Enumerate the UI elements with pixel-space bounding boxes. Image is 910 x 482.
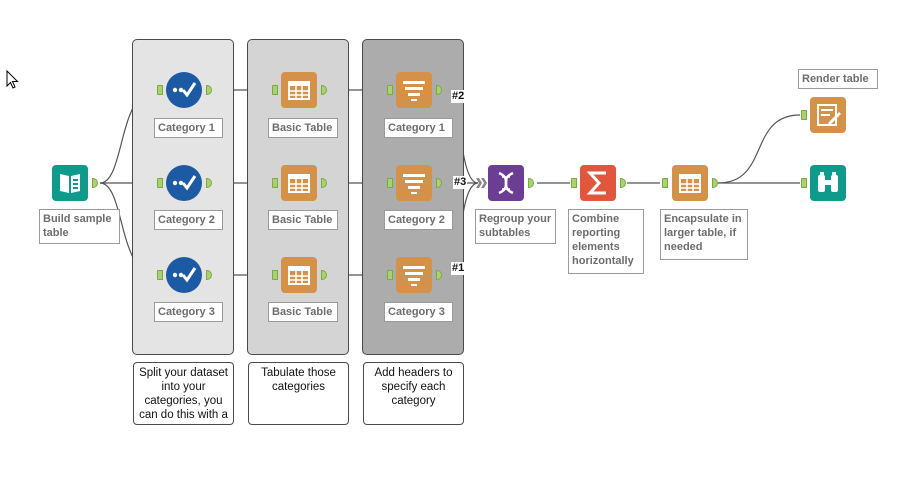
output-anchor[interactable] [528, 178, 534, 188]
input-tool[interactable] [52, 165, 88, 201]
encapsulate-tool[interactable] [672, 165, 708, 201]
filter-tool-2[interactable] [166, 165, 202, 201]
input-anchor[interactable] [157, 178, 163, 188]
connection-order-tag: #2 [451, 90, 466, 103]
tool-label: Basic Table [268, 302, 338, 322]
connection-order-tag: #1 [451, 262, 466, 275]
tool-label: Category 2 [154, 210, 223, 230]
tool-label: Category 3 [384, 302, 453, 322]
binoculars-icon [818, 172, 838, 192]
comment-headers[interactable]: Add headers to specify each category [363, 362, 464, 425]
input-anchor[interactable] [662, 178, 668, 188]
connection-order-tag: #3 [453, 176, 468, 189]
input-anchor[interactable] [801, 110, 807, 120]
output-anchor[interactable] [436, 270, 442, 280]
tool-label: Basic Table [268, 210, 338, 230]
tool-label: Encapsulate in larger table, if needed [660, 209, 748, 260]
table-icon [288, 174, 310, 193]
regroup-tool[interactable] [488, 165, 524, 201]
comment-split[interactable]: Split your dataset into your categories,… [133, 362, 234, 425]
input-anchor[interactable] [157, 85, 163, 95]
output-anchor[interactable] [712, 178, 718, 188]
check-dots-icon [172, 82, 197, 98]
output-anchor[interactable] [92, 178, 98, 188]
filter-tool-1[interactable] [166, 72, 202, 108]
input-anchor[interactable] [157, 270, 163, 280]
output-anchor[interactable] [620, 178, 626, 188]
header-icon [403, 81, 425, 101]
tool-label: Combine reporting elements horizontally [568, 209, 644, 274]
sigma-icon [586, 171, 606, 195]
combine-tool[interactable] [580, 165, 616, 201]
tool-label: Category 1 [154, 118, 223, 138]
table-tool-2[interactable] [281, 165, 317, 201]
table-tool-3[interactable] [281, 257, 317, 293]
tool-label: Render table [798, 69, 878, 89]
output-anchor[interactable] [321, 270, 327, 280]
tool-label: Basic Table [268, 118, 338, 138]
output-anchor[interactable] [436, 85, 442, 95]
header-icon [403, 266, 425, 286]
comment-tabulate[interactable]: Tabulate those categories [248, 362, 349, 425]
table-icon [288, 266, 310, 285]
header-tool-1[interactable] [396, 72, 432, 108]
output-anchor[interactable] [436, 178, 442, 188]
tool-label: Regroup your subtables [475, 209, 556, 244]
dna-icon [498, 171, 514, 195]
table-icon [288, 81, 310, 100]
output-anchor[interactable] [206, 178, 212, 188]
input-anchor[interactable] [272, 85, 278, 95]
mouse-cursor-icon [6, 70, 19, 89]
tool-label: Build sample table [39, 209, 120, 244]
output-anchor[interactable] [321, 178, 327, 188]
header-tool-2[interactable] [396, 165, 432, 201]
input-anchor[interactable] [387, 270, 393, 280]
multi-input-anchor[interactable] [476, 178, 488, 188]
input-anchor[interactable] [801, 178, 807, 188]
input-anchor[interactable] [387, 85, 393, 95]
input-anchor[interactable] [272, 270, 278, 280]
input-anchor[interactable] [387, 178, 393, 188]
render-tool[interactable] [810, 97, 846, 133]
input-anchor[interactable] [272, 178, 278, 188]
tool-label: Category 3 [154, 302, 223, 322]
table-icon [679, 174, 701, 193]
render-icon [817, 104, 841, 126]
tool-label: Category 1 [384, 118, 453, 138]
tool-label: Category 2 [384, 210, 453, 230]
output-anchor[interactable] [206, 270, 212, 280]
filter-tool-3[interactable] [166, 257, 202, 293]
header-icon [403, 174, 425, 194]
header-tool-3[interactable] [396, 257, 432, 293]
table-tool-1[interactable] [281, 72, 317, 108]
input-anchor[interactable] [571, 178, 577, 188]
book-icon [60, 174, 80, 193]
check-dots-icon [172, 267, 197, 283]
browse-tool[interactable] [810, 165, 846, 201]
check-dots-icon [172, 175, 197, 191]
output-anchor[interactable] [206, 85, 212, 95]
output-anchor[interactable] [321, 85, 327, 95]
